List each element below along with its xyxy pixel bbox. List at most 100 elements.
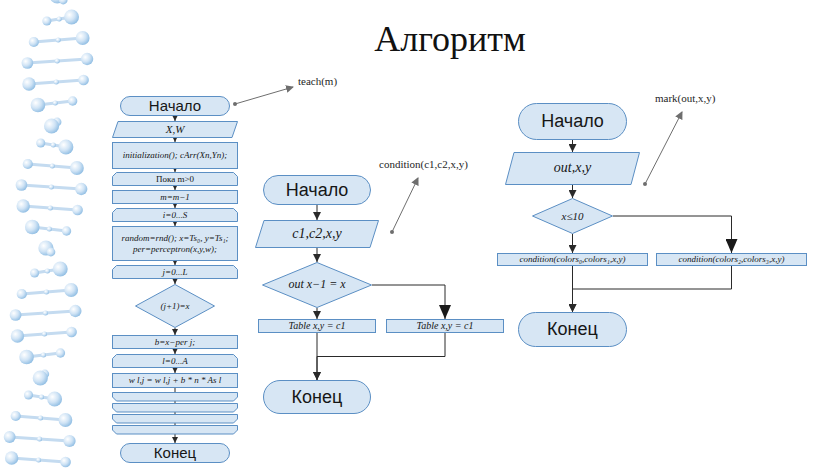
helix-ball xyxy=(10,309,22,321)
node-text: Table x,y = c1 xyxy=(417,320,474,332)
helix-bead xyxy=(39,395,44,400)
decision-diamond: x≤10 xyxy=(532,198,613,234)
decision-diamond: out x−1 = x xyxy=(262,262,372,308)
callout-label: mark(out,x,y) xyxy=(655,92,715,104)
leader-line xyxy=(233,87,293,106)
helix-ball xyxy=(11,411,21,421)
process-box: Table x,y = c1 xyxy=(386,319,504,333)
loop-end xyxy=(113,415,238,424)
flow-arrow xyxy=(573,266,732,312)
node-text: initialization(); cArr(Xn,Yn); xyxy=(123,150,228,160)
helix-bead xyxy=(53,101,58,106)
process-box: b=x−per j; xyxy=(112,335,238,349)
node-text: random=rnd(); x=Ts₀, y=Ts₁; per=perceptr… xyxy=(116,233,234,254)
loop-end xyxy=(113,404,238,413)
helix-rod xyxy=(34,38,83,42)
helix-ball xyxy=(76,31,90,45)
helix-bead xyxy=(36,458,41,463)
node-text: l=0...A xyxy=(162,356,187,366)
node-text: Начало xyxy=(286,180,349,201)
process-box: m=m−1 xyxy=(112,190,238,204)
helix-ball xyxy=(33,370,48,385)
helix-bead xyxy=(45,269,50,274)
loop-limit: Пока m>0 xyxy=(112,172,238,186)
helix-rod xyxy=(27,59,87,63)
helix-rod xyxy=(10,437,70,441)
helix-rod xyxy=(17,332,71,336)
helix-ball xyxy=(31,98,46,113)
loop-limit: l=0...A xyxy=(112,354,238,368)
terminal-pill: Начало xyxy=(263,175,371,205)
process-box: condition(colors₀,colors₁,x,y) xyxy=(497,253,648,266)
node-text: m=m−1 xyxy=(160,192,190,202)
helix-bead xyxy=(51,143,56,148)
helix-ball xyxy=(36,138,45,147)
helix-ball xyxy=(29,37,39,47)
io-parallelogram: X,W xyxy=(112,121,238,138)
helix-ball xyxy=(22,57,34,69)
node-text: w l,j = w l,j + b * n * As l xyxy=(129,375,222,385)
terminal-pill: Начало xyxy=(120,96,230,116)
flow-arrow xyxy=(572,140,573,152)
flow-arrow xyxy=(372,285,445,319)
decision-diamond: (j+1)=x xyxy=(135,284,215,328)
helix-bead xyxy=(49,185,54,190)
helix-ball xyxy=(70,161,84,175)
callout-label: condition(c1,c2,x,y) xyxy=(379,158,468,170)
flow-arrow xyxy=(175,204,176,208)
node-text: Конец xyxy=(292,387,343,408)
flow-arrow xyxy=(317,205,318,220)
helix-ball xyxy=(30,268,39,277)
helix-bead xyxy=(43,311,48,316)
helix-ball xyxy=(47,248,56,257)
helix-bead xyxy=(38,416,43,421)
loop-end xyxy=(113,426,238,435)
flow-arrow xyxy=(175,349,176,354)
process-box: w l,j = w l,j + b * n * As l xyxy=(112,373,238,388)
helix-ball xyxy=(22,77,35,90)
helix-ball xyxy=(75,183,87,195)
helix-rod xyxy=(28,164,77,168)
io-parallelogram: out,x,y xyxy=(505,152,640,185)
helix-ball xyxy=(68,96,77,105)
node-text: Конец xyxy=(547,319,598,340)
helix-bead xyxy=(48,206,53,211)
helix-bead xyxy=(42,332,47,337)
helix-ball xyxy=(17,199,30,212)
node-text: condition(colors₂,colors₃,x,y) xyxy=(679,254,785,264)
helix-bead xyxy=(41,353,46,358)
helix-ball xyxy=(5,451,18,464)
helix-ball xyxy=(53,262,68,277)
node-text: x≤10 xyxy=(562,210,584,223)
node-text: condition(colors₀,colors₁,x,y) xyxy=(520,254,626,264)
helix-ball xyxy=(78,75,89,86)
helix-ball xyxy=(63,435,75,447)
process-box: Table x,y = c1 xyxy=(258,319,376,333)
terminal-pill: Конец xyxy=(120,443,230,463)
terminal-pill: Конец xyxy=(263,380,371,414)
helix-bead xyxy=(44,290,49,295)
helix-ball xyxy=(16,179,28,191)
node-text: i=0...S xyxy=(163,210,187,220)
helix-rod xyxy=(22,290,71,294)
process-box: condition(colors₂,colors₃,x,y) xyxy=(656,253,807,266)
leader-line xyxy=(643,112,682,186)
node-text: c1,c2,x,y xyxy=(292,226,341,242)
helix-ball xyxy=(60,457,71,468)
node-text: X,W xyxy=(166,123,185,136)
helix-ball xyxy=(4,431,16,443)
node-text: Конец xyxy=(154,444,196,461)
flow-arrow xyxy=(613,216,732,253)
flow-arrow xyxy=(572,234,573,253)
helix-ball xyxy=(44,118,59,133)
helix-rod xyxy=(23,206,77,210)
helix-bead xyxy=(50,164,55,169)
node-text: b=x−per j; xyxy=(155,337,195,347)
helix-bead xyxy=(37,437,42,442)
dna-helix xyxy=(4,0,93,471)
helix-bead xyxy=(55,59,60,64)
flow-arrow xyxy=(317,333,445,380)
node-text: (j+1)=x xyxy=(160,301,189,311)
leader-line xyxy=(390,178,418,234)
